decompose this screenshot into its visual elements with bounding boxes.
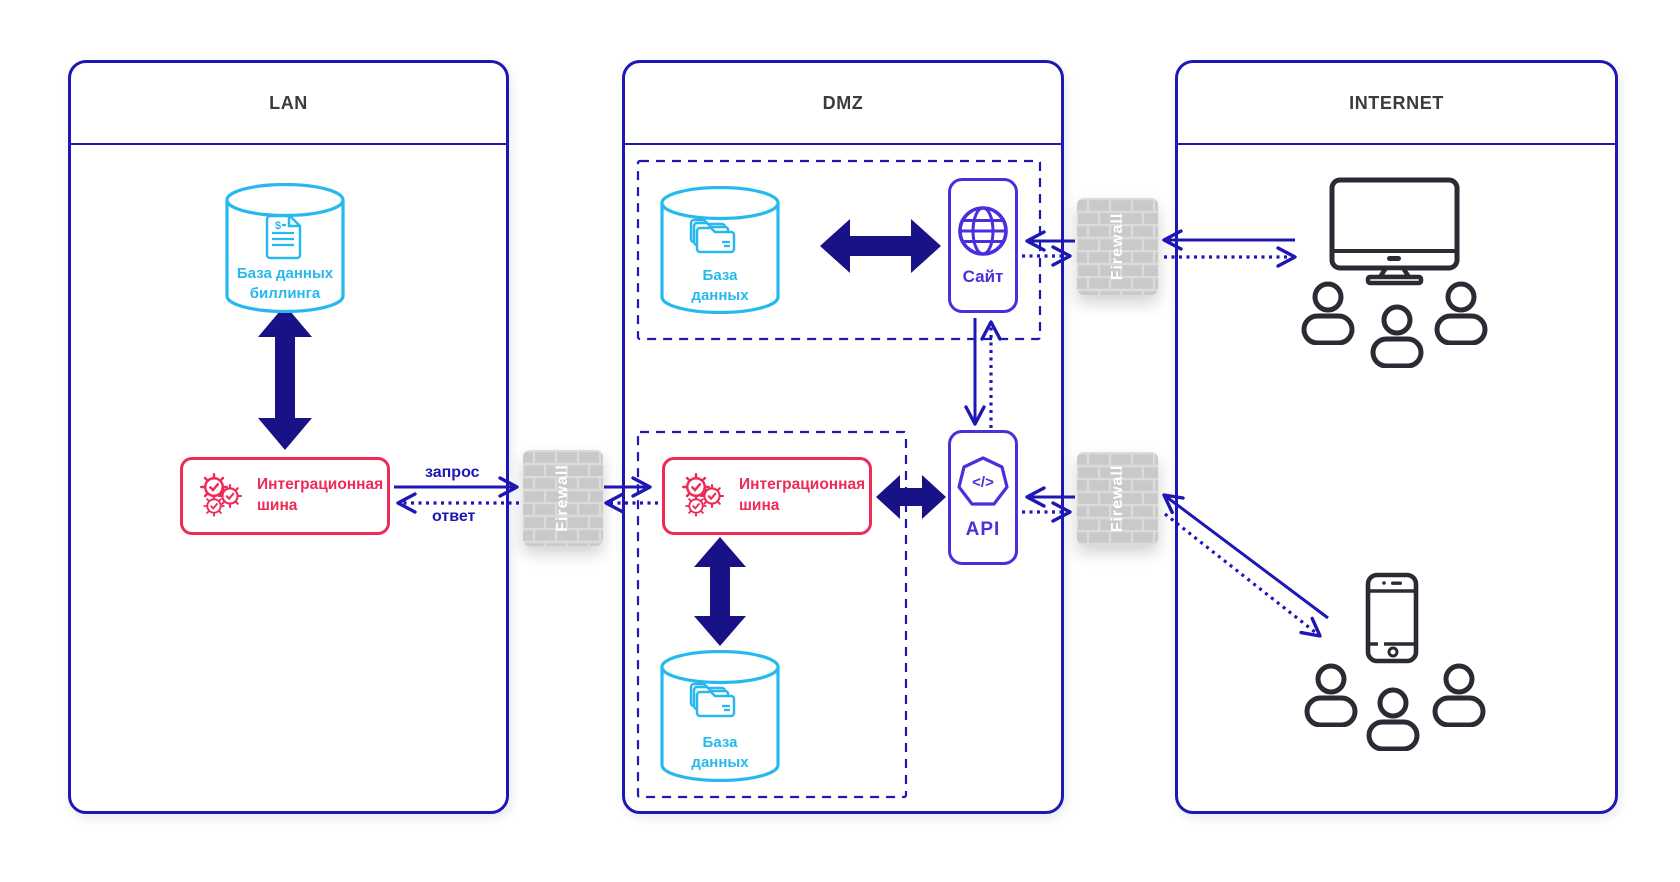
dollar-glyph: $ [275, 220, 281, 232]
lan-integration-bus-label: Интеграционная шина [257, 476, 384, 514]
firewall-dmz-internet-top: Firewall [1077, 198, 1158, 295]
user-icon [1302, 663, 1360, 727]
zone-lan-header: LAN [71, 63, 506, 145]
response-label: ответ [432, 508, 476, 525]
smartphone-icon [1365, 572, 1419, 664]
firewall-bricks [1077, 452, 1158, 545]
request-label: запрос [425, 464, 480, 481]
dmz-database-bottom: База данных [660, 649, 780, 783]
zone-lan: LAN [68, 60, 509, 814]
zone-internet-title: INTERNET [1349, 92, 1444, 113]
user-icon [1430, 663, 1488, 727]
dmz-database-top-label: База данных [691, 267, 749, 304]
folders-icon [689, 682, 736, 718]
user-icon [1364, 687, 1422, 751]
database-cylinder-icon [660, 649, 780, 783]
site-node: Сайт [948, 178, 1018, 313]
user-icon [1299, 281, 1357, 345]
api-node: </> API [948, 430, 1018, 565]
dmz-database-bottom-label: База данных [691, 734, 749, 771]
site-label: Сайт [962, 267, 1004, 286]
dmz-database-top: База данных [660, 185, 780, 315]
billing-invoice-icon [265, 214, 302, 260]
zone-internet: INTERNET [1175, 60, 1618, 814]
gears-icon [682, 473, 725, 517]
billing-database-label: База данных биллинга [236, 265, 334, 302]
zone-lan-title: LAN [269, 92, 308, 113]
user-icon [1432, 281, 1490, 345]
database-cylinder-icon: $ [225, 182, 345, 314]
user-icon [1368, 304, 1426, 368]
dmz-integration-bus: Интеграционная шина [662, 457, 872, 535]
firewall-bricks [523, 450, 603, 546]
globe-icon [958, 206, 1008, 256]
firewall-dmz-internet-bottom: Firewall [1077, 452, 1158, 545]
zone-internet-header: INTERNET [1178, 63, 1615, 145]
firewall-lan-dmz: Firewall [523, 450, 603, 546]
zone-dmz-header: DMZ [625, 63, 1061, 145]
billing-database: $ База данных биллинга [225, 182, 345, 314]
firewall-label: Firewall [1108, 212, 1126, 281]
folders-icon [689, 218, 736, 254]
code-badge-icon: </> [957, 456, 1009, 506]
code-glyph: </> [972, 474, 994, 491]
desktop-monitor-icon [1329, 177, 1460, 286]
gears-icon [200, 473, 243, 517]
firewall-label: Firewall [554, 464, 571, 532]
api-label: API [965, 519, 1001, 540]
zone-dmz-title: DMZ [822, 92, 864, 113]
lan-integration-bus: Интеграционная шина [180, 457, 390, 535]
firewall-label: Firewall [1108, 464, 1126, 533]
firewall-bricks [1077, 198, 1158, 295]
dmz-integration-bus-label: Интеграционная шина [739, 476, 866, 514]
database-cylinder-icon [660, 185, 780, 315]
